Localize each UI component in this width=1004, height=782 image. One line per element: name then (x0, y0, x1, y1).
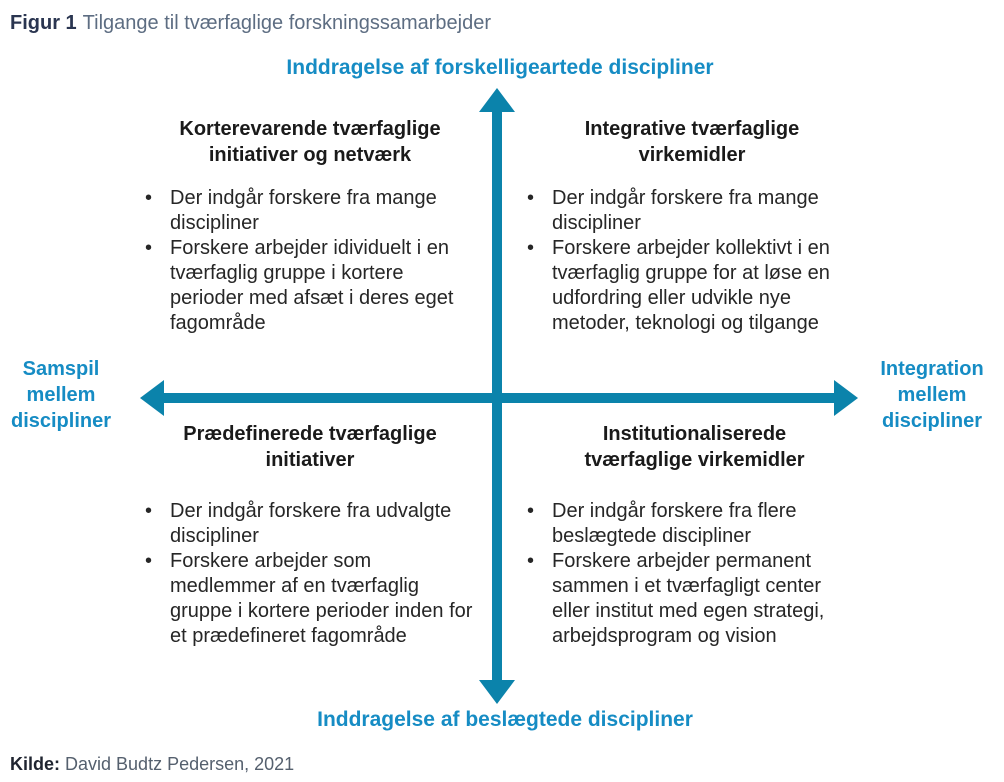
figure-title-text: Tilgange til tværfaglige forskningssamar… (82, 12, 492, 34)
bullet-dot-icon (145, 236, 170, 336)
arrowhead-down-icon (479, 680, 515, 704)
arrowhead-up-icon (479, 88, 515, 112)
bullet-item: Forskere arbejder permanent sammen i et … (527, 549, 862, 649)
bullet-text: Forskere arbejder som medlemmer af en tv… (170, 550, 473, 647)
bullet-item: Forskere arbejder idividuelt i en tværfa… (145, 236, 475, 336)
bullet-list: Der indgår forskere fra mange discipline… (145, 186, 475, 336)
bullet-item: Forskere arbejder som medlemmer af en tv… (145, 549, 475, 649)
bullet-item: Der indgår forskere fra flere beslægtede… (527, 499, 862, 549)
horizontal-axis-shaft (158, 393, 846, 403)
arrowhead-right-icon (834, 380, 858, 416)
axis-label-right: Integration mellem discipliner (860, 356, 1004, 434)
quadrant-title-line: initiativer og netværk (208, 144, 412, 166)
axis-label-left-line: discipliner (10, 410, 112, 432)
axis-label-left: Samspil mellem discipliner (2, 356, 120, 434)
quadrant-bottom-left: Prædefinerede tværfaglige initiativer De… (145, 421, 475, 649)
quadrant-title-line: Prædefinerede tværfaglige (183, 423, 437, 445)
quadrant-title-line: tværfaglige virkemidler (584, 449, 805, 471)
quadrant-title-line: initiativer (265, 449, 355, 471)
bullet-list: Der indgår forskere fra mange discipline… (527, 186, 857, 336)
quadrant-title-line: Integrative tværfaglige (584, 118, 800, 140)
arrowhead-left-icon (140, 380, 164, 416)
bullet-dot-icon (145, 549, 170, 649)
quadrant-title-line: Korterevarende tværfaglige (179, 118, 441, 140)
axis-label-top: Inddragelse af forskelligeartede discipl… (286, 56, 714, 79)
bullet-item: Der indgår forskere fra udvalgte discipl… (145, 499, 475, 549)
axis-label-left-line: Samspil (22, 358, 100, 380)
quadrant-title: Institutionaliserede tværfaglige virkemi… (527, 421, 862, 473)
bullet-text: Forskere arbejder idividuelt i en tværfa… (170, 237, 454, 334)
figure-number-label: Figur 1 (10, 12, 77, 34)
bullet-text: Der indgår forskere fra udvalgte discipl… (170, 500, 452, 547)
quadrant-title: Korterevarende tværfaglige initiativer o… (145, 116, 475, 168)
bullet-text: Forskere arbejder permanent sammen i et … (552, 550, 825, 647)
bullet-text: Forskere arbejder kollektivt i en tværfa… (552, 237, 830, 334)
quadrant-title: Integrative tværfaglige virkemidler (527, 116, 857, 168)
bullet-item: Der indgår forskere fra mange discipline… (527, 186, 857, 236)
quadrant-title-line: virkemidler (638, 144, 746, 166)
bullet-dot-icon (527, 186, 552, 236)
quadrant-bottom-right: Institutionaliserede tværfaglige virkemi… (527, 421, 862, 649)
bullet-dot-icon (527, 499, 552, 549)
bullet-dot-icon (145, 186, 170, 236)
bullet-list: Der indgår forskere fra udvalgte discipl… (145, 499, 475, 649)
bullet-item: Der indgår forskere fra mange discipline… (145, 186, 475, 236)
bullet-dot-icon (527, 236, 552, 336)
axis-label-right-line: mellem (897, 384, 967, 406)
bullet-text: Der indgår forskere fra mange discipline… (170, 187, 437, 234)
axis-label-right-line: Integration (880, 358, 984, 380)
source-text: David Budtz Pedersen, 2021 (65, 754, 295, 774)
bullet-dot-icon (145, 499, 170, 549)
axis-label-bottom: Inddragelse af beslægtede discipliner (317, 708, 693, 731)
source-label: Kilde: (10, 754, 61, 774)
axis-label-left-line: mellem (26, 384, 96, 406)
quadrant-title-line: Institutionaliserede (602, 423, 787, 445)
source-line: Kilde:David Budtz Pedersen, 2021 (10, 753, 294, 775)
bullet-item: Forskere arbejder kollektivt i en tværfa… (527, 236, 857, 336)
quadrant-top-left: Korterevarende tværfaglige initiativer o… (145, 116, 475, 336)
quadrant-top-right: Integrative tværfaglige virkemidler Der … (527, 116, 857, 336)
quadrant-title: Prædefinerede tværfaglige initiativer (145, 421, 475, 473)
bullet-dot-icon (527, 549, 552, 649)
axis-label-right-line: discipliner (881, 410, 983, 432)
bullet-text: Der indgår forskere fra flere beslægtede… (552, 500, 797, 547)
bullet-list: Der indgår forskere fra flere beslægtede… (527, 499, 862, 649)
bullet-text: Der indgår forskere fra mange discipline… (552, 187, 819, 234)
